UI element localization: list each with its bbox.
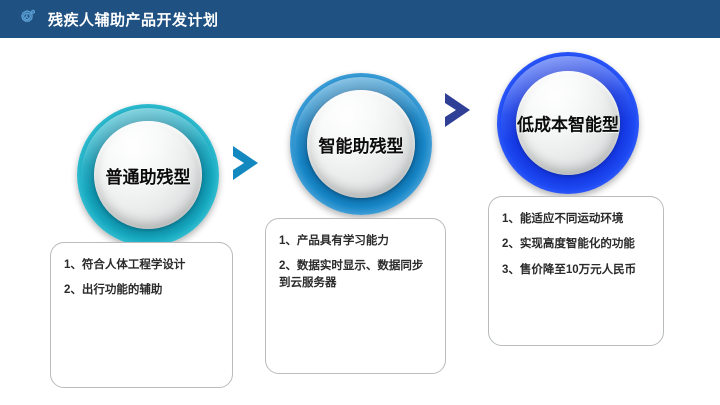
detail-line: 1、符合人体工程学设计 bbox=[64, 259, 186, 271]
stage-circle-普通助残型[interactable]: 普通助残型 bbox=[77, 104, 219, 246]
header-accent-bar bbox=[0, 0, 4, 38]
detail-line: 2、实现高度智能化的功能 bbox=[502, 238, 635, 251]
stage-circle-智能助残型[interactable]: 智能助残型 bbox=[290, 73, 432, 215]
stage-label-3: 低成本智能型 bbox=[517, 115, 619, 135]
detail-line: 2、出行功能的辅助 bbox=[64, 284, 163, 297]
stage-detail-box-2: 1、产品具有学习能力 2、数据实时显示、数据同步到云服务器 bbox=[265, 218, 446, 374]
detail-line: 1、产品具有学习能力 bbox=[279, 235, 389, 247]
stage-label-1: 普通助残型 bbox=[105, 167, 191, 187]
gear-accessibility-icon bbox=[21, 9, 36, 22]
slide-header: 残疾人辅助产品开发计划 bbox=[0, 0, 720, 38]
chevron-right-icon-2 bbox=[445, 93, 470, 127]
chevron-right-icon-1 bbox=[233, 146, 258, 180]
detail-line: 1、能适应不同运动环境 bbox=[502, 213, 624, 225]
detail-line: 3、售价降至10万元人民币 bbox=[502, 263, 637, 276]
page-title: 残疾人辅助产品开发计划 bbox=[48, 11, 219, 29]
detail-line: 2、数据实时显示、数据同步到云服务器 bbox=[279, 260, 424, 289]
stage-label-2: 智能助残型 bbox=[318, 136, 404, 156]
stage-circle-低成本智能型[interactable]: 低成本智能型 bbox=[497, 52, 639, 194]
stage-detail-box-1: 1、符合人体工程学设计 2、出行功能的辅助 bbox=[50, 242, 233, 388]
stage-detail-box-3: 1、能适应不同运动环境 2、实现高度智能化的功能 3、售价降至10万元人民币 bbox=[488, 196, 664, 346]
